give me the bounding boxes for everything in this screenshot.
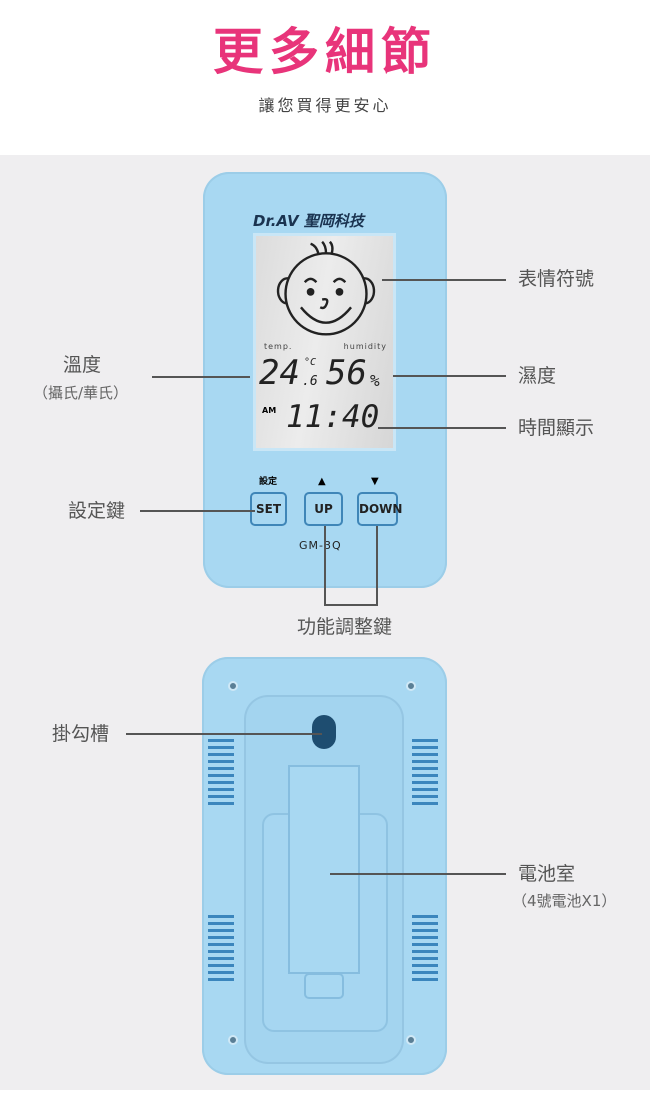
humidity-value: 56 [326, 353, 367, 393]
brand-logo: Dr.AV 聖岡科技 [253, 212, 364, 230]
callout-battery: 電池室 [518, 863, 576, 885]
callout-line [324, 526, 326, 606]
callout-adjust-keys: 功能調整鍵 [297, 616, 393, 638]
callout-line [382, 279, 506, 281]
callout-time: 時間顯示 [518, 417, 595, 439]
device-front: Dr.AV 聖岡科技 temp. humidity 24 °C .6 56 % … [203, 172, 447, 588]
callout-temperature-sub: （攝氏/華氏） [33, 384, 129, 402]
up-button[interactable]: UP [304, 492, 343, 526]
hook-slot [312, 715, 336, 749]
temp-label: temp. [264, 342, 293, 351]
callout-set-key: 設定鍵 [68, 500, 126, 522]
smiley-face-icon [276, 240, 376, 336]
humidity-unit: % [370, 371, 380, 390]
lcd-screen: temp. humidity 24 °C .6 56 % AM 11:40 [253, 233, 396, 451]
cover-latch[interactable] [306, 975, 342, 997]
down-arrow-icon: ▼ [371, 476, 379, 487]
callout-hook-slot: 掛勾槽 [52, 723, 110, 745]
page-subtitle: 讓您買得更安心 [258, 96, 392, 115]
time-value: 11:40 [286, 399, 380, 435]
callout-line [324, 604, 378, 606]
callout-line [330, 873, 506, 875]
vent-slots [412, 739, 438, 805]
screw-icon [228, 1035, 238, 1045]
callout-line [140, 510, 255, 512]
set-caption: 設定 [259, 477, 278, 487]
battery-cover[interactable] [290, 767, 358, 972]
callout-battery-sub: （4號電池X1） [512, 892, 617, 910]
set-button[interactable]: SET [250, 492, 287, 526]
callout-temperature: 溫度 [63, 354, 102, 376]
page-title: 更多細節 [213, 23, 437, 81]
screw-icon [406, 1035, 416, 1045]
callout-humidity: 濕度 [518, 365, 557, 387]
up-arrow-icon: ▲ [318, 476, 326, 487]
temperature-decimal: .6 [302, 374, 318, 389]
down-button[interactable]: DOWN [357, 492, 402, 526]
vent-slots [208, 915, 234, 981]
temperature-unit: °C [304, 357, 317, 368]
callout-line [152, 376, 250, 378]
vent-slots [412, 915, 438, 981]
callout-line [378, 427, 506, 429]
callout-line [376, 526, 378, 606]
humidity-label: humidity [343, 342, 387, 351]
callout-emoticon: 表情符號 [518, 268, 595, 290]
callout-line [126, 733, 322, 735]
device-back [202, 657, 447, 1075]
screw-icon [406, 681, 416, 691]
screw-icon [228, 681, 238, 691]
callout-line [393, 375, 506, 377]
vent-slots [208, 739, 234, 805]
temperature-value: 24 [259, 353, 300, 393]
ampm-indicator: AM [262, 406, 277, 415]
model-number: GM-3Q [299, 539, 342, 552]
